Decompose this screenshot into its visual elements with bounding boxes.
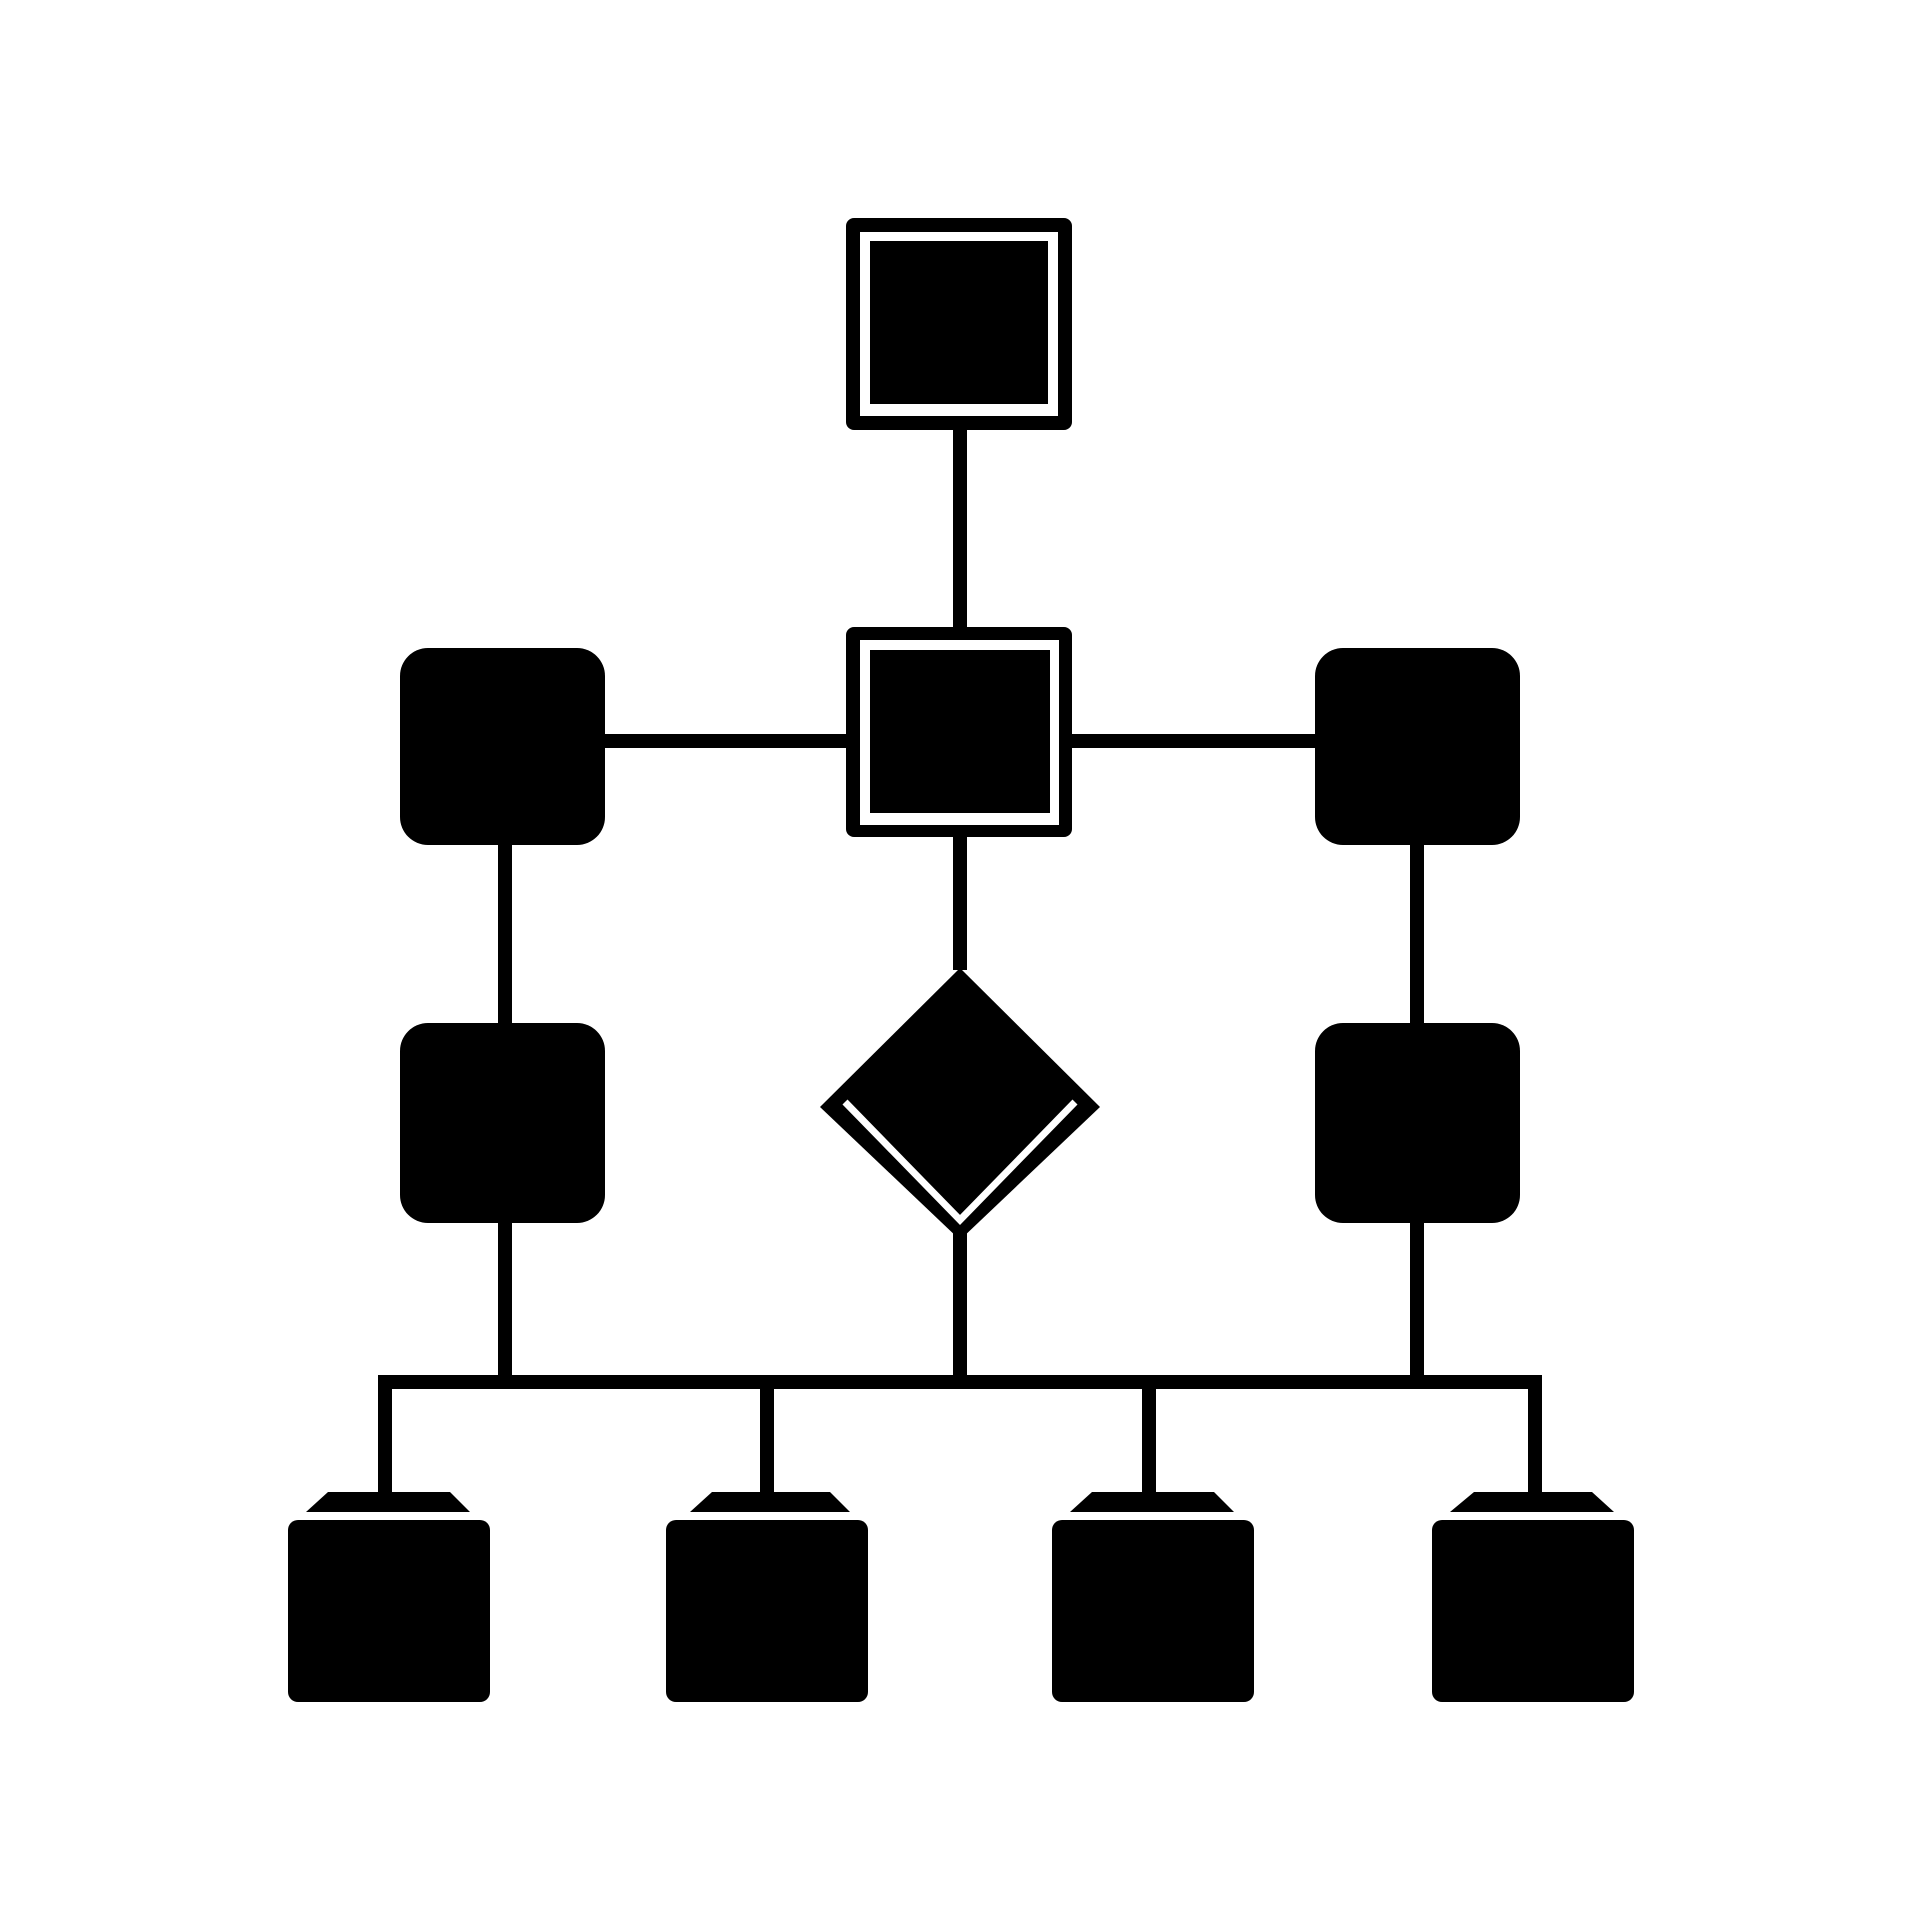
edge-start-to-process [953, 420, 967, 640]
edge-right-middle-to-bus [1410, 1215, 1424, 1385]
edge-bus-to-output-2 [760, 1375, 774, 1495]
edge-bus-to-output-1 [378, 1375, 392, 1495]
edge-process-to-decision [953, 830, 967, 970]
right-upper-node [1315, 648, 1520, 845]
edge-process-to-right-upper [1070, 734, 1330, 748]
output-node-2 [666, 1492, 868, 1702]
edge-decision-to-bus [953, 1230, 967, 1385]
left-upper-node [400, 648, 605, 845]
decision-node [820, 968, 1100, 1240]
right-middle-node [1315, 1023, 1520, 1223]
edge-right-upper-to-right-middle [1410, 840, 1424, 1030]
output-node-3 [1052, 1492, 1254, 1702]
edge-bus-to-output-3 [1142, 1375, 1156, 1495]
process-node [846, 627, 1072, 837]
output-node-4 [1432, 1492, 1634, 1702]
connector-lines [378, 420, 1542, 1495]
distribution-bus [378, 1375, 1542, 1389]
edge-left-middle-to-bus [498, 1215, 512, 1385]
edge-left-upper-to-left-middle [498, 840, 512, 1030]
edge-process-to-left-upper [600, 734, 860, 748]
output-node-1 [288, 1492, 490, 1702]
left-middle-node [400, 1023, 605, 1223]
start-node [846, 218, 1072, 430]
edge-bus-to-output-4 [1528, 1375, 1542, 1495]
